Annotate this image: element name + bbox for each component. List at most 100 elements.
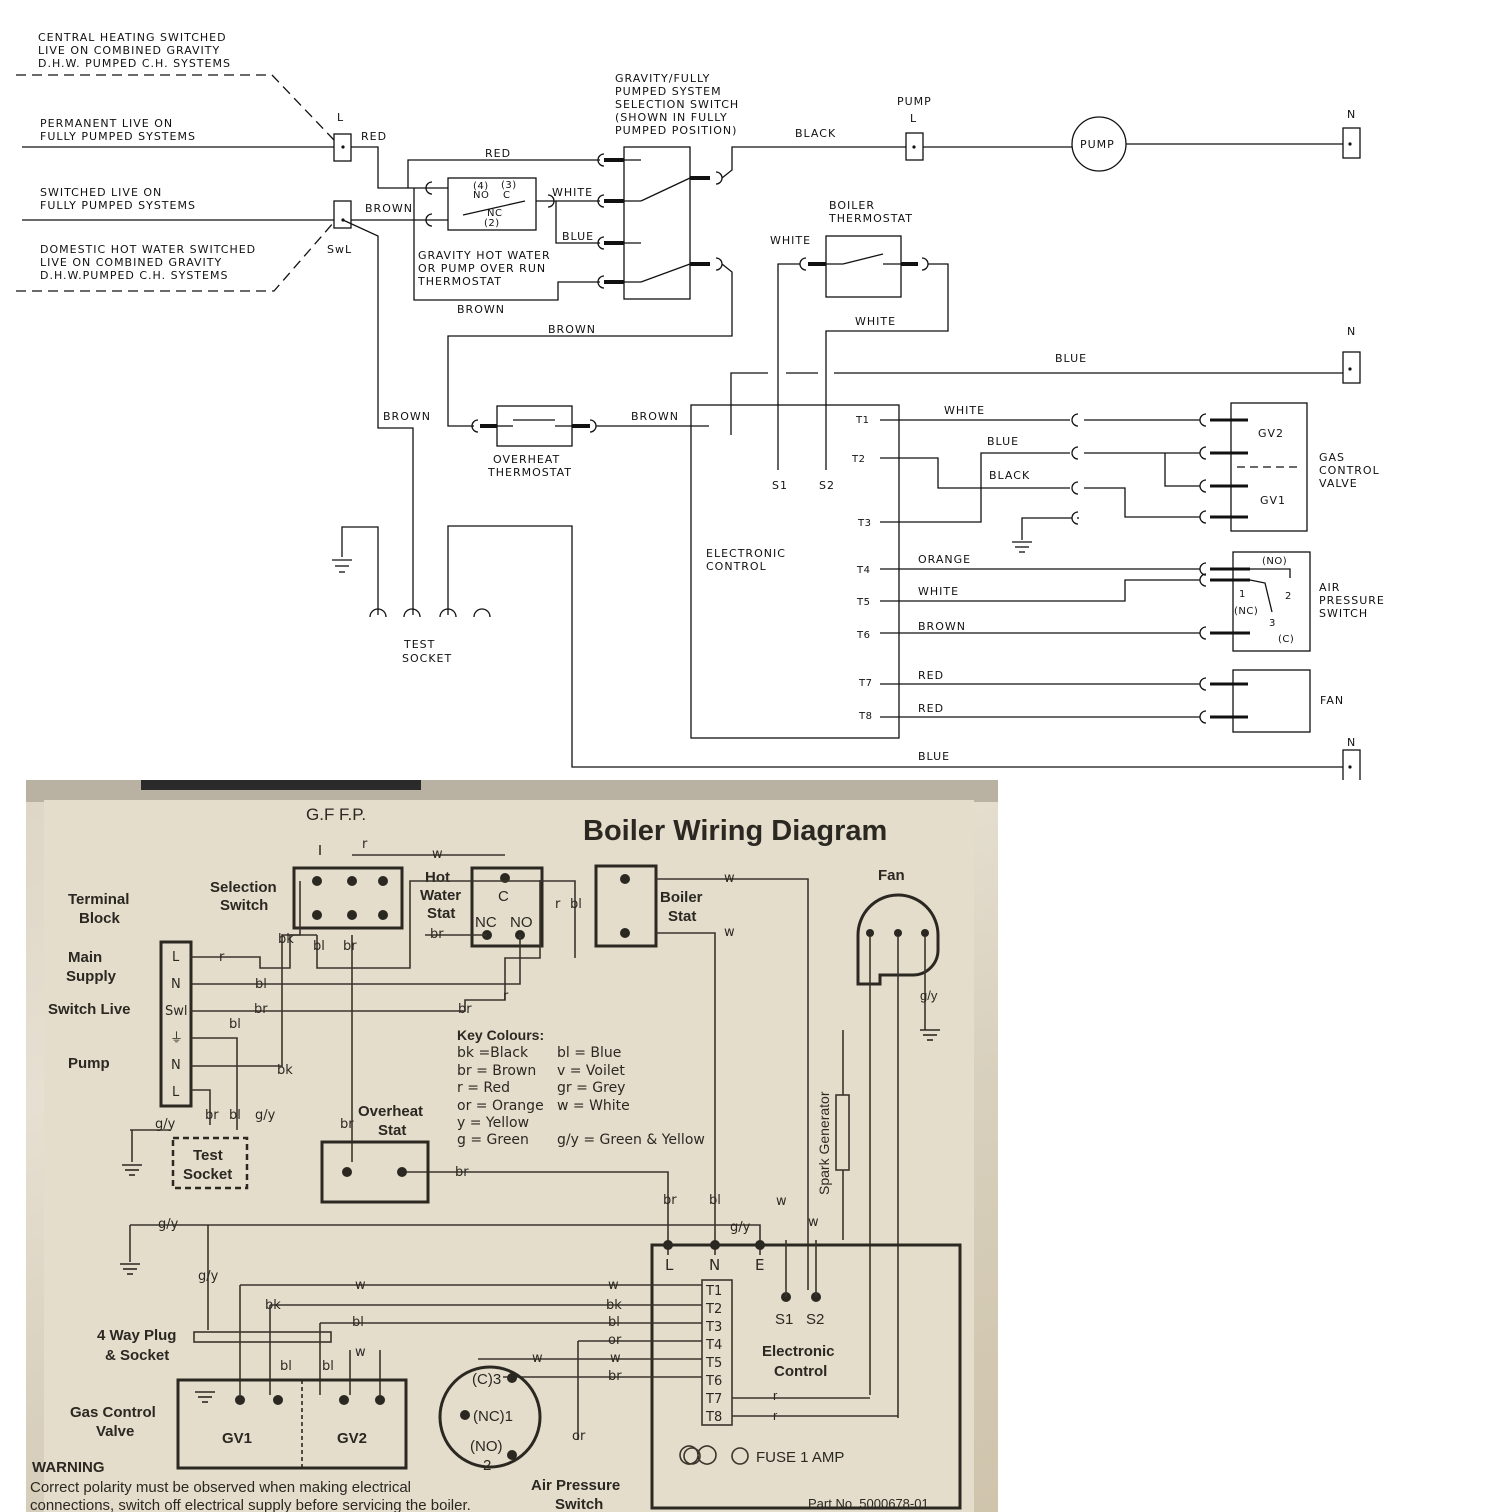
diagram-label: Switch Live: [48, 1001, 131, 1018]
diagram-label: bk =Black: [457, 1045, 529, 1061]
diagram-label: S2: [806, 1311, 824, 1328]
diagram-label: GV2: [337, 1430, 367, 1447]
diagram-label: w: [608, 1278, 619, 1293]
diagram-stroke: [710, 1240, 720, 1250]
diagram-stroke: [1199, 677, 1207, 724]
diagram-label: br: [343, 939, 357, 954]
diagram-label: br: [254, 1002, 268, 1017]
diagram-label: T2: [705, 1302, 722, 1317]
diagram-label: bl: [352, 1315, 364, 1330]
wiring-schematic: CENTRAL HEATING SWITCHED LIVE ON COMBINE…: [16, 31, 1385, 780]
diagram-label: g/y: [920, 988, 938, 1003]
diagram-label: BROWN: [631, 410, 679, 423]
diagram-label: (4): [473, 181, 489, 192]
diagram-stroke: [320, 1140, 430, 1204]
diagram-label: w: [610, 1351, 621, 1366]
diagram-label: SELECTION SWITCH: [615, 98, 739, 111]
diagram-label: (NC)1: [473, 1408, 513, 1425]
diagram-label: bk: [277, 1063, 293, 1078]
diagram-label: T6: [856, 630, 870, 641]
diagram-stroke: [1071, 413, 1079, 525]
diagram-stroke: [129, 1129, 170, 1262]
diagram-label: PUMPED SYSTEM: [615, 85, 722, 98]
diagram-label: T8: [705, 1410, 722, 1425]
diagram-label: bk: [265, 1298, 281, 1313]
diagram-stroke: [312, 876, 322, 886]
diagram-label: WARNING: [32, 1459, 105, 1476]
diagram-label: bl = Blue: [557, 1045, 621, 1061]
diagram-label: LIVE ON COMBINED GRAVITY: [38, 44, 220, 57]
diagram-label: g/y: [158, 1217, 179, 1232]
diagram-stroke: [1021, 517, 1079, 540]
diagram-label: WHITE: [918, 585, 959, 598]
diagram-label: NC: [487, 208, 502, 219]
diagram-stroke: [1348, 765, 1352, 769]
diagram-label: SWITCHED LIVE ON: [40, 186, 162, 199]
diagram-stroke: [880, 497, 982, 523]
diagram-stroke: [159, 940, 193, 1108]
handwritten-note: G.F F.P.: [306, 805, 366, 824]
diagram-stroke: [369, 608, 491, 618]
diagram-stroke: [319, 845, 505, 936]
diagram-label: Overheat: [358, 1103, 423, 1120]
diagram-label: GV1: [1260, 494, 1286, 507]
diagram-label: N: [171, 1058, 181, 1073]
diagram-label: T3: [705, 1320, 722, 1335]
diagram-stroke: [342, 219, 414, 615]
diagram-label: Gas Control: [70, 1404, 156, 1421]
diagram-label: bl: [709, 1193, 721, 1208]
diagram-label: L: [910, 112, 917, 125]
diagram-stroke: [44, 800, 974, 1512]
diagram-label: bl: [229, 1108, 241, 1123]
diagram-stroke: [16, 221, 335, 292]
diagram-label: RED: [485, 147, 511, 160]
diagram-label: THERMOSTAT: [828, 212, 913, 225]
diagram-label: w: [355, 1345, 366, 1360]
diagram-label: w: [532, 1351, 543, 1366]
diagram-label: WHITE: [552, 186, 593, 199]
diagram-stroke: [777, 263, 800, 470]
diagram-stroke: [921, 929, 929, 937]
diagram-stroke: [349, 1350, 702, 1395]
diagram-label: CONTROL: [706, 560, 767, 573]
diagram-stroke: [640, 263, 691, 283]
diagram-label: 3: [1269, 618, 1276, 629]
diagram-stroke: [191, 881, 301, 1130]
diagram-label: Swl: [165, 1004, 188, 1019]
diagram-stroke: [397, 1167, 407, 1177]
diagram-label: TEST: [403, 638, 435, 651]
diagram-stroke: [912, 145, 916, 149]
diagram-label: THERMOSTAT: [487, 466, 572, 479]
diagram-stroke: [663, 1240, 673, 1250]
diagram-label: or: [608, 1333, 622, 1348]
diagram-stroke: [555, 201, 600, 244]
diagram-stroke: [594, 864, 658, 948]
diagram-stroke: [447, 525, 1343, 768]
diagram-label: g = Green: [457, 1132, 529, 1148]
boiler-label-photo: G.F F.P. Boiler Wiring Diagram Selection…: [26, 780, 998, 1512]
diagram-label: Air Pressure: [531, 1477, 620, 1494]
diagram-stroke: [1348, 142, 1352, 146]
hw-stat-box: [447, 177, 537, 231]
diagram-label: BLACK: [989, 469, 1030, 482]
diagram-stroke: [1342, 351, 1361, 384]
diagram-label: SOCKET: [402, 652, 452, 665]
diagram-label: Control: [774, 1363, 827, 1380]
diagram-label: RED: [361, 130, 387, 143]
note-perm-live: PERMANENT LIVE ON FULLY PUMPED SYSTEMS: [40, 117, 195, 143]
diagram-stroke: [640, 177, 691, 202]
diagram-stroke: [193, 1331, 332, 1343]
diagram-stroke: [894, 929, 902, 937]
diagram-stroke: [597, 153, 605, 289]
boiler-thermostat-box: [825, 235, 902, 298]
diagram-stroke: [785, 1240, 817, 1297]
diagram-stroke: [375, 1395, 385, 1405]
diagram-label: Correct polarity must be observed when m…: [30, 1479, 411, 1496]
diagram-label: Stat: [668, 908, 696, 925]
diagram-label: C: [498, 888, 509, 905]
diagram-label: ELECTRONIC: [706, 547, 786, 560]
diagram-stroke: [16, 74, 335, 141]
diagram-stroke: [880, 457, 1070, 489]
diagram-label: PRESSURE: [1319, 594, 1385, 607]
diagram-stroke: [447, 263, 733, 427]
